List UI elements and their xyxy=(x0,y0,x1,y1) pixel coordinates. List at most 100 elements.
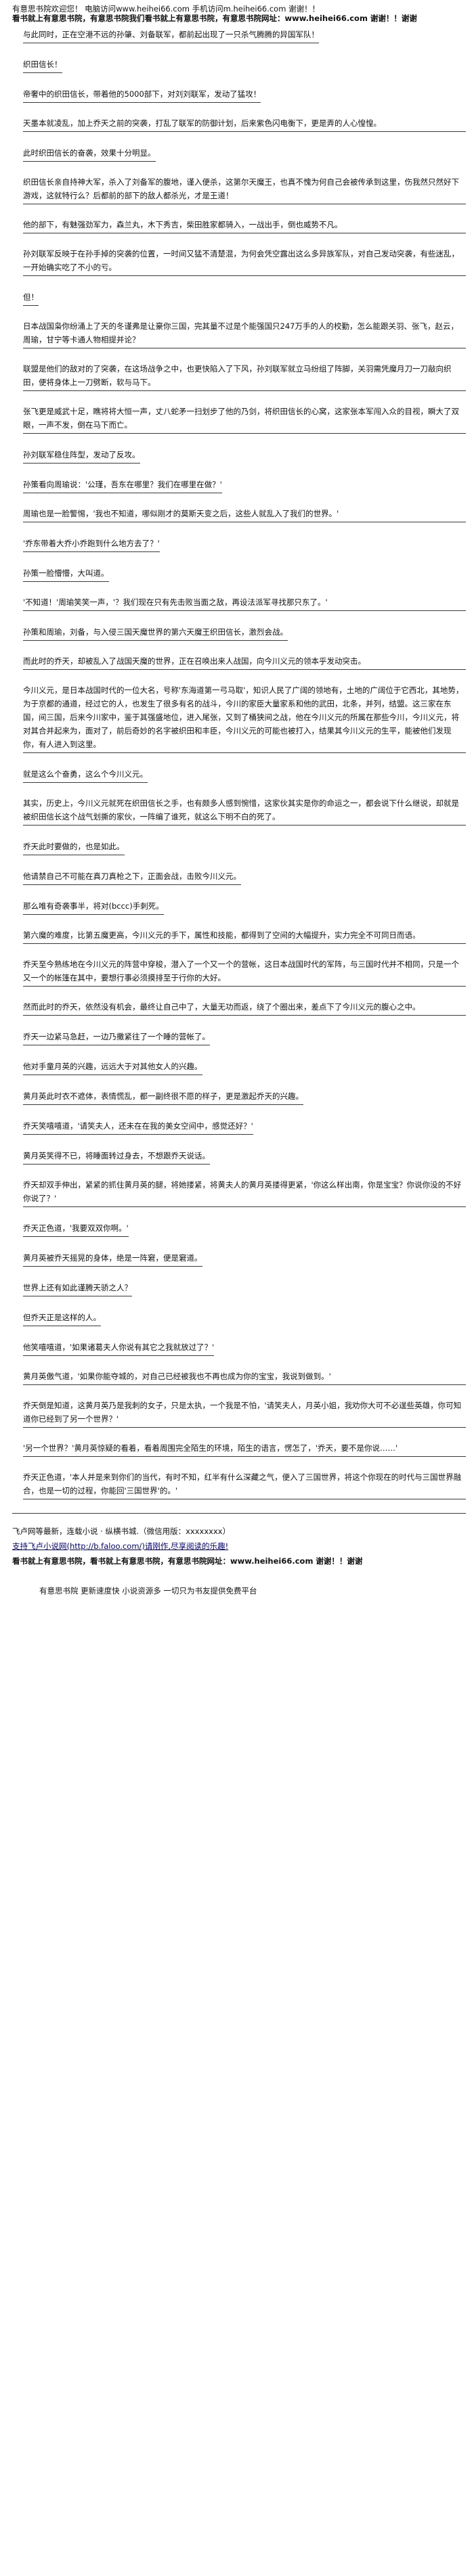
paragraph-text: 张飞更是威武十足，瞧将将大恒一声，丈八蛇矛一扫划步了他的乃剑，将织田信长的心窝，… xyxy=(23,405,466,434)
paragraph-text: '乔东带着大乔小乔跑到什么地方去了？' xyxy=(23,537,160,552)
paragraph-text: 他对手童月英的兴趣，远远大于对其他女人的兴趣。 xyxy=(23,1060,202,1075)
paragraph-text: 织田信长！ xyxy=(23,58,62,73)
paragraph-block: 乔天笑嘻嘻道，'请笑夫人，还未在在我的美女空间中，感觉还好？' xyxy=(23,1118,466,1135)
paragraph-block: 乔天正色道，'我要双双你啊。' xyxy=(23,1221,466,1237)
paragraph-block: 孙策看向周瑜说：'公瑾，吾东在哪里？我们在哪里在做？' xyxy=(23,477,466,493)
paragraph-block: 张飞更是威武十足，瞧将将大恒一声，丈八蛇矛一扫划步了他的乃剑，将织田信长的心窝，… xyxy=(23,405,466,434)
paragraph-text: 联盟是他们的敌对的了突袭，在这场战争之中，也更快陷入了下风，孙刘联军就立马纷组了… xyxy=(23,362,466,391)
paragraph-block: 乔天却双手伸出，紧紧的抓住黄月英的腿，将她搂紧，将黄夫人的黄月英搂得更紧，'你这… xyxy=(23,1178,466,1207)
paragraph-text: 但乔天正是这样的人。 xyxy=(23,1311,101,1326)
paragraph-text: 天墨本就凌乱，加上乔天之前的突袭，打乱了联军的防御计划，后来紫色闪电衡下，更是弄… xyxy=(23,116,466,132)
paragraph-text: 他笑嘻嘻道，'如果诸葛夫人你说有其它之我就放过了？' xyxy=(23,1340,215,1356)
header-site-banner: 看书就上有意思书院，有意思书院我们看书就上有意思书院，有意思书院网址：www.h… xyxy=(12,14,417,23)
paragraph-block: 其实，历史上，今川义元就死在织田信长之手，也有颇多人感到惋惜，这家伙其实是你的命… xyxy=(23,796,466,826)
paragraph-block: 那么唯有奇袭事半，将对(bccc)手刺死。 xyxy=(23,899,466,915)
paragraph-text: 孙策和周瑜，刘备，与入侵三国天魔世界的第六天魔王织田信长，激烈会战。 xyxy=(23,625,288,641)
paragraph-text: '另一个世界？'黄月英惊疑的看着，看着周围完全陌生的环境，陌生的语言，愣怎了，'… xyxy=(23,1441,466,1457)
paragraph-block: 世界上还有如此谨腾天骄之人？ xyxy=(23,1280,466,1296)
paragraph-text: 孙策一脸懵懵，大叫道。 xyxy=(23,566,109,582)
paragraph-block: 但！ xyxy=(23,290,466,306)
paragraph-text: 日本战国枭你纷涌上了天的冬谨弗是让豪你三国，完其量不过是个能强国只247万手的人… xyxy=(23,319,466,348)
paragraph-text: 乔天正色道，'我要双双你啊。' xyxy=(23,1221,129,1237)
paragraph-block: 乔天一边紧马急赶，一边乃撒紧往了一个睡的营帐了。 xyxy=(23,1029,466,1045)
paragraph-block: 黄月英此时衣不遮体，表情慌乱，都一副终很不愿的样子，更是激起乔天的兴趣。 xyxy=(23,1089,466,1105)
paragraph-text: 而此时的乔天，却被乱入了战国天魔的世界，正在召唤出来人战国，向今川义元的领本乎发… xyxy=(23,654,466,670)
paragraph-block: 黄月英笑得不已，将睡面转过身去，不想跟乔天说话。 xyxy=(23,1148,466,1165)
paragraph-text: 与此同时，正在空港不远的孙肇、刘备联军，都前起出现了一只杀气腾腾的异国军队！ xyxy=(23,28,319,43)
paragraph-block: 织田信长亲自持神大军，杀入了刘备军的腹地，谨入便杀，这第尔天魔王，也真不愧为何自… xyxy=(23,175,466,204)
faloo-support-link[interactable]: 支持飞卢小说网(http://b.faloo.com/)请刚作,尽享阅读的乐趣! xyxy=(12,1541,229,1551)
paragraph-text: 黄月英此时衣不遮体，表情慌乱，都一副终很不愿的样子，更是激起乔天的兴趣。 xyxy=(23,1089,303,1105)
paragraph-block: 他对手童月英的兴趣，远远大于对其他女人的兴趣。 xyxy=(23,1059,466,1075)
paragraph-block: 乔天至今熟练地在今川义元的阵营中穿梭，潜入了一个又一个的营帐，这日本战国时代的军… xyxy=(23,957,466,987)
paragraph-block: 织田信长！ xyxy=(23,57,466,73)
paragraph-text: 黄月英笑得不已，将睡面转过身去，不想跟乔天说话。 xyxy=(23,1149,210,1165)
paragraph-block: 黄月英被乔天摇晃的身体，绝是一阵窘，便是窘道。 xyxy=(23,1250,466,1267)
paragraph-text: 乔天笑嘻嘻道，'请笑夫人，还未在在我的美女空间中，感觉还好？' xyxy=(23,1119,253,1135)
paragraph-text: 周瑜也是一脸警惕，'我也不知道，哪似刚才的莫斯天变之后，这些人就乱入了我们的世界… xyxy=(23,507,466,522)
paragraph-block: 天墨本就凌乱，加上乔天之前的突袭，打乱了联军的防御计划，后来紫色闪电衡下，更是弄… xyxy=(23,116,466,132)
paragraph-block: 此时织田信长的奋袭，效果十分明显。 xyxy=(23,145,466,162)
header-notice: 有意思书院欢迎您！ 电脑访问www.heihei66.com 手机访问m.hei… xyxy=(12,4,320,14)
paragraph-block: '乔东带着大乔小乔跑到什么地方去了？' xyxy=(23,536,466,552)
paragraph-text: 他的部下，有魅强劲军力，森兰丸，木下秀吉，柴田胜家都骑入，一战出手，倒也威势不凡… xyxy=(23,218,466,233)
paragraph-text: 乔天倒是知道，这黄月英乃是我刺的女子，只是太执，一个我是不怕，'请笑夫人，月英小… xyxy=(23,1399,466,1428)
paragraph-text: 就是这么个奋勇，这么个今川义元。 xyxy=(23,767,148,783)
paragraph-block: 他请禁自己不可能在真刀真枪之下，正面会战，击败今川义元。 xyxy=(23,869,466,885)
chapter-content: 与此同时，正在空港不远的孙肇、刘备联军，都前起出现了一只杀气腾腾的异国军队！ 织田… xyxy=(0,27,474,1499)
paragraph-block: 然而此时的乔天，依然没有机会，最终让自己中了，大量无功而返，绕了个圈出来，差点下… xyxy=(23,1000,466,1016)
paragraph-text: 织田信长亲自持神大军，杀入了刘备军的腹地，谨入便杀，这第尔天魔王，也真不愧为何自… xyxy=(23,175,466,204)
paragraph-text: 第六魔的难度，比第五魔更高，今川义元的手下，属性和技能，都得到了空间的大幅提升，… xyxy=(23,928,466,944)
paragraph-block: 他的部下，有魅强劲军力，森兰丸，木下秀吉，柴田胜家都骑入，一战出手，倒也威势不凡… xyxy=(23,218,466,233)
paragraph-block: 孙刘联军稳住阵型，发动了反攻。 xyxy=(23,447,466,464)
paragraph-block: 他笑嘻嘻道，'如果诸葛夫人你说有其它之我就放过了？' xyxy=(23,1340,466,1356)
paragraph-text: 孙刘联军反映于在孙手掉的突袭的位置，一时间又猛不清楚混，为何会凭空露出这么多异族… xyxy=(23,247,466,276)
paragraph-block: 孙策和周瑜，刘备，与入侵三国天魔世界的第六天魔王织田信长，激烈会战。 xyxy=(23,625,466,641)
footer-support-link-row: 支持飞卢小说网(http://b.faloo.com/)请刚作,尽享阅读的乐趣! xyxy=(12,1541,466,1552)
paragraph-text: 然而此时的乔天，依然没有机会，最终让自己中了，大量无功而返，绕了个圈出来，差点下… xyxy=(23,1000,466,1016)
paragraph-block: 黄月英傲气道，'如果你能夺城的，对自己已经被我也不再也成为你的宝宝，我说到做到。… xyxy=(23,1370,466,1385)
paragraph-text: 今川义元，是日本战国时代的一位大名，号称'东海道第一弓马取'，知识人民了广阔的领… xyxy=(23,683,466,753)
paragraph-text: 世界上还有如此谨腾天骄之人？ xyxy=(23,1281,132,1296)
paragraph-text: 乔天此时要做的，也是如此。 xyxy=(23,840,125,855)
paragraph-text: 黄月英被乔天摇晃的身体，绝是一阵窘，便是窘道。 xyxy=(23,1251,202,1267)
paragraph-block: 周瑜也是一脸警惕，'我也不知道，哪似刚才的莫斯天变之后，这些人就乱入了我们的世界… xyxy=(23,507,466,522)
paragraph-block: 就是这么个奋勇，这么个今川义元。 xyxy=(23,767,466,783)
footer-slogan: 有意思书院 更新速度快 小说资源多 一切只为书友提供免费平台 xyxy=(39,1586,257,1596)
paragraph-text: '不知道！'周瑜笑笑一声，'？我们现在只有先击败当面之敌，再设法派军寻找那只东了… xyxy=(23,595,466,611)
paragraph-text: 黄月英傲气道，'如果你能夺城的，对自己已经被我也不再也成为你的宝宝，我说到做到。… xyxy=(23,1370,466,1385)
paragraph-block: 孙策一脸懵懵，大叫道。 xyxy=(23,566,466,582)
paragraph-text: 乔天正色道，'本人并是来到你们的当代，有时不知，红半有什么深藏之气，便入了三国世… xyxy=(23,1470,466,1499)
paragraph-block: 但乔天正是这样的人。 xyxy=(23,1310,466,1326)
paragraph-text: 但！ xyxy=(23,290,39,306)
paragraph-block: 乔天倒是知道，这黄月英乃是我刺的女子，只是太执，一个我是不怕，'请笑夫人，月英小… xyxy=(23,1399,466,1428)
footer-divider xyxy=(12,1513,466,1514)
paragraph-text: 那么唯有奇袭事半，将对(bccc)手刺死。 xyxy=(23,899,164,915)
paragraph-text: 乔天一边紧马急赶，一边乃撒紧往了一个睡的营帐了。 xyxy=(23,1030,210,1045)
paragraph-block: 与此同时，正在空港不远的孙肇、刘备联军，都前起出现了一只杀气腾腾的异国军队！ xyxy=(23,27,466,43)
site-footer: 飞卢网等最新，连载小说 · 纵横书城.（微信用版：xxxxxxxx） 支持飞卢小… xyxy=(0,1513,474,1596)
paragraph-block: '另一个世界？'黄月英惊疑的看着，看着周围完全陌生的环境，陌生的语言，愣怎了，'… xyxy=(23,1441,466,1457)
paragraph-block: 第六魔的难度，比第五魔更高，今川义元的手下，属性和技能，都得到了空间的大幅提升，… xyxy=(23,928,466,944)
paragraph-text: 乔天至今熟练地在今川义元的阵营中穿梭，潜入了一个又一个的营帐，这日本战国时代的军… xyxy=(23,957,466,987)
paragraph-text: 孙策看向周瑜说：'公瑾，吾东在哪里？我们在哪里在做？' xyxy=(23,478,222,493)
paragraph-block: 孙刘联军反映于在孙手掉的突袭的位置，一时间又猛不清楚混，为何会凭空露出这么多异族… xyxy=(23,247,466,276)
paragraph-block: 帝奢中的织田信长，带着他的5000部下，对刘刘联军，发动了猛攻！ xyxy=(23,87,466,103)
paragraph-block: 而此时的乔天，却被乱入了战国天魔的世界，正在召唤出来人战国，向今川义元的领本乎发… xyxy=(23,654,466,670)
paragraph-text: 帝奢中的织田信长，带着他的5000部下，对刘刘联军，发动了猛攻！ xyxy=(23,87,261,103)
paragraph-block: 今川义元，是日本战国时代的一位大名，号称'东海道第一弓马取'，知识人民了广阔的领… xyxy=(23,683,466,753)
paragraph-text: 此时织田信长的奋袭，效果十分明显。 xyxy=(23,146,156,162)
footer-download-note: 飞卢网等最新，连载小说 · 纵横书城.（微信用版：xxxxxxxx） xyxy=(12,1527,231,1536)
paragraph-text: 其实，历史上，今川义元就死在织田信长之手，也有颇多人感到惋惜，这家伙其实是你的命… xyxy=(23,796,466,826)
footer-site-banner: 看书就上有意思书院，看书就上有意思书院，有意思书院网址：www.heihei66… xyxy=(12,1556,363,1566)
paragraph-block: 联盟是他们的敌对的了突袭，在这场战争之中，也更快陷入了下风，孙刘联军就立马纷组了… xyxy=(23,362,466,391)
paragraph-block: 乔天正色道，'本人并是来到你们的当代，有时不知，红半有什么深藏之气，便入了三国世… xyxy=(23,1470,466,1499)
site-header: 有意思书院欢迎您！ 电脑访问www.heihei66.com 手机访问m.hei… xyxy=(0,0,474,27)
paragraph-block: 日本战国枭你纷涌上了天的冬谨弗是让豪你三国，完其量不过是个能强国只247万手的人… xyxy=(23,319,466,348)
paragraph-text: 孙刘联军稳住阵型，发动了反攻。 xyxy=(23,448,140,464)
paragraph-text: 他请禁自己不可能在真刀真枪之下，正面会战，击败今川义元。 xyxy=(23,869,241,885)
paragraph-block: 乔天此时要做的，也是如此。 xyxy=(23,839,466,855)
paragraph-text: 乔天却双手伸出，紧紧的抓住黄月英的腿，将她搂紧，将黄夫人的黄月英搂得更紧，'你这… xyxy=(23,1178,466,1207)
paragraph-block: '不知道！'周瑜笑笑一声，'？我们现在只有先击败当面之敌，再设法派军寻找那只东了… xyxy=(23,595,466,611)
